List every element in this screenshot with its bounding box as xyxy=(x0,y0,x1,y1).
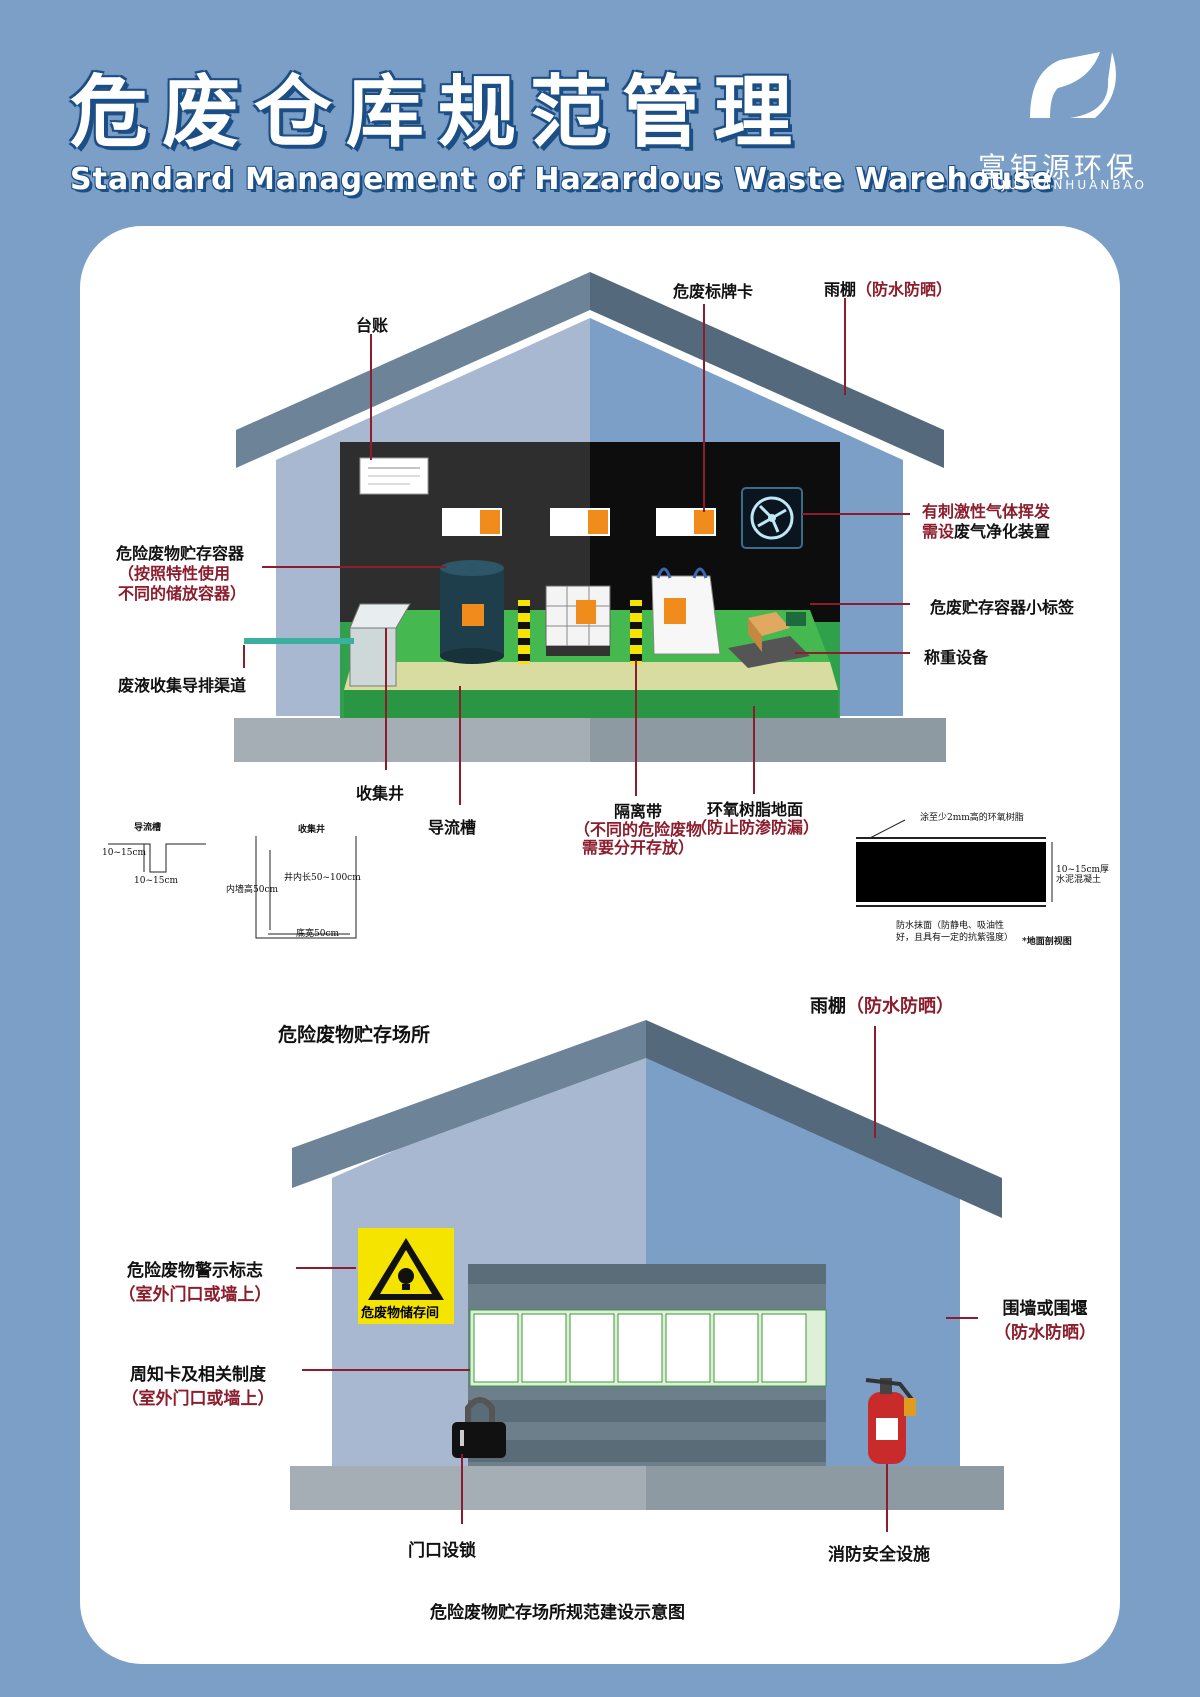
well-inner-length: 井内长50~100cm xyxy=(284,873,361,883)
fire-extinguisher-icon xyxy=(865,1378,916,1464)
label-card-label: 危废标牌卡 xyxy=(673,282,754,301)
gas-purification-label-line1: 有刺激性气体挥发 xyxy=(922,502,1051,521)
storage-drum xyxy=(440,560,504,664)
isolation-note-2: 需要分开存放） xyxy=(581,838,694,857)
groove-section-title: 导流槽 xyxy=(134,823,162,833)
floor-section-drawing xyxy=(856,819,1053,907)
container-note-2: 不同的储放容器） xyxy=(118,584,247,603)
exhaust-fan-icon xyxy=(741,487,803,549)
ton-bag xyxy=(651,567,721,655)
canopy-label-bottom: 雨棚（防水防晒） xyxy=(810,996,954,1017)
bottom-foundation-left xyxy=(290,1466,646,1510)
page-subtitle: Standard Management of Hazardous Waste W… xyxy=(70,162,1054,197)
leader-lines-bottom xyxy=(296,1026,978,1532)
isolation-belt-label: 隔离带 xyxy=(613,802,662,821)
well-section-title: 收集井 xyxy=(298,825,326,835)
brand-name: 富钜源环保 xyxy=(978,151,1139,184)
well-inner-height: 内墙高50cm xyxy=(226,885,279,895)
floor-waterproof-1: 防水抹面（防静电、吸油性 xyxy=(896,921,1005,931)
notice-card-label: 周知卡及相关制度 xyxy=(130,1365,266,1385)
floor-thickness-a: 10~15cm厚 xyxy=(1056,865,1110,875)
drain-channel-label: 废液收集导排渠道 xyxy=(118,676,247,695)
collection-well-label: 收集井 xyxy=(356,784,405,803)
label-card xyxy=(442,508,716,536)
padlock-icon xyxy=(452,1397,506,1458)
groove-width: 10~15cm xyxy=(134,876,179,886)
drain-pipe xyxy=(244,638,354,644)
fire-safety-label: 消防安全设施 xyxy=(828,1545,930,1565)
warning-sign-note: （室外门口或墙上） xyxy=(118,1285,272,1305)
bottom-roof-right xyxy=(646,1020,1002,1218)
epoxy-floor-note: （防止防渗防漏） xyxy=(690,818,819,837)
ibc-tote xyxy=(545,585,611,656)
roof-left xyxy=(236,272,590,468)
floor-thickness-b: 水泥混凝土 xyxy=(1056,875,1102,885)
wall-label: 围墙或围堰 xyxy=(1002,1299,1088,1319)
lock-label: 门口设锁 xyxy=(408,1541,476,1561)
gas-purification-label-line2: 需设废气净化装置 xyxy=(922,522,1051,541)
warning-plate-text: 危废物储存间 xyxy=(361,1306,440,1321)
warning-sign-label: 危险废物警示标志 xyxy=(127,1261,263,1281)
container-note-1: （按照特性使用 xyxy=(118,564,231,583)
ledger-label: 台账 xyxy=(356,316,389,335)
isolation-belt xyxy=(518,600,642,664)
bottom-foundation-right xyxy=(646,1466,1004,1510)
weighing-label: 称重设备 xyxy=(924,648,989,667)
brand-logo-icon xyxy=(1030,52,1116,118)
groove-depth: 10~15cm xyxy=(102,848,147,858)
footer-caption: 危险废物贮存场所规范建设示意图 xyxy=(430,1603,685,1623)
page-title: 危废仓库规范管理 xyxy=(70,68,807,158)
site-title: 危险废物贮存场所 xyxy=(278,1024,431,1046)
brand-pinyin: FUJUYUANHUANBAO xyxy=(980,178,1147,192)
notice-card-note: （室外门口或墙上） xyxy=(121,1389,275,1409)
well-bottom-width: 底宽50cm xyxy=(296,929,340,939)
floor-section-caption: *地面剖视图 xyxy=(1022,937,1072,947)
small-label-label: 危废贮存容器小标签 xyxy=(930,598,1075,617)
foundation-right xyxy=(590,718,946,762)
diversion-groove xyxy=(344,662,838,690)
hazard-warning-icon xyxy=(358,1228,454,1324)
leader-lines-top xyxy=(243,298,910,805)
diversion-groove-label: 导流槽 xyxy=(428,818,477,837)
isolation-note-1: （不同的危险废物 xyxy=(573,820,702,839)
floor-waterproof-2: 好，且具有一定的抗紫强度） xyxy=(896,933,1014,943)
notice-boards xyxy=(469,1309,827,1387)
top-warehouse-illustration xyxy=(108,272,1053,939)
container-label: 危险废物贮存容器 xyxy=(116,544,245,563)
wall-note: （防水防晒） xyxy=(994,1323,1096,1343)
roof-right xyxy=(590,272,944,468)
weighing-scale xyxy=(728,612,810,668)
epoxy-floor-label: 环氧树脂地面 xyxy=(706,800,803,819)
bottom-roof-left xyxy=(292,1020,646,1188)
groove-section-drawing xyxy=(108,836,357,939)
foundation-left xyxy=(234,718,590,762)
canopy-label-top: 雨棚（防水防晒） xyxy=(824,280,953,299)
floor-coating-note: 涂至少2mm高的环氧树脂 xyxy=(920,813,1024,823)
